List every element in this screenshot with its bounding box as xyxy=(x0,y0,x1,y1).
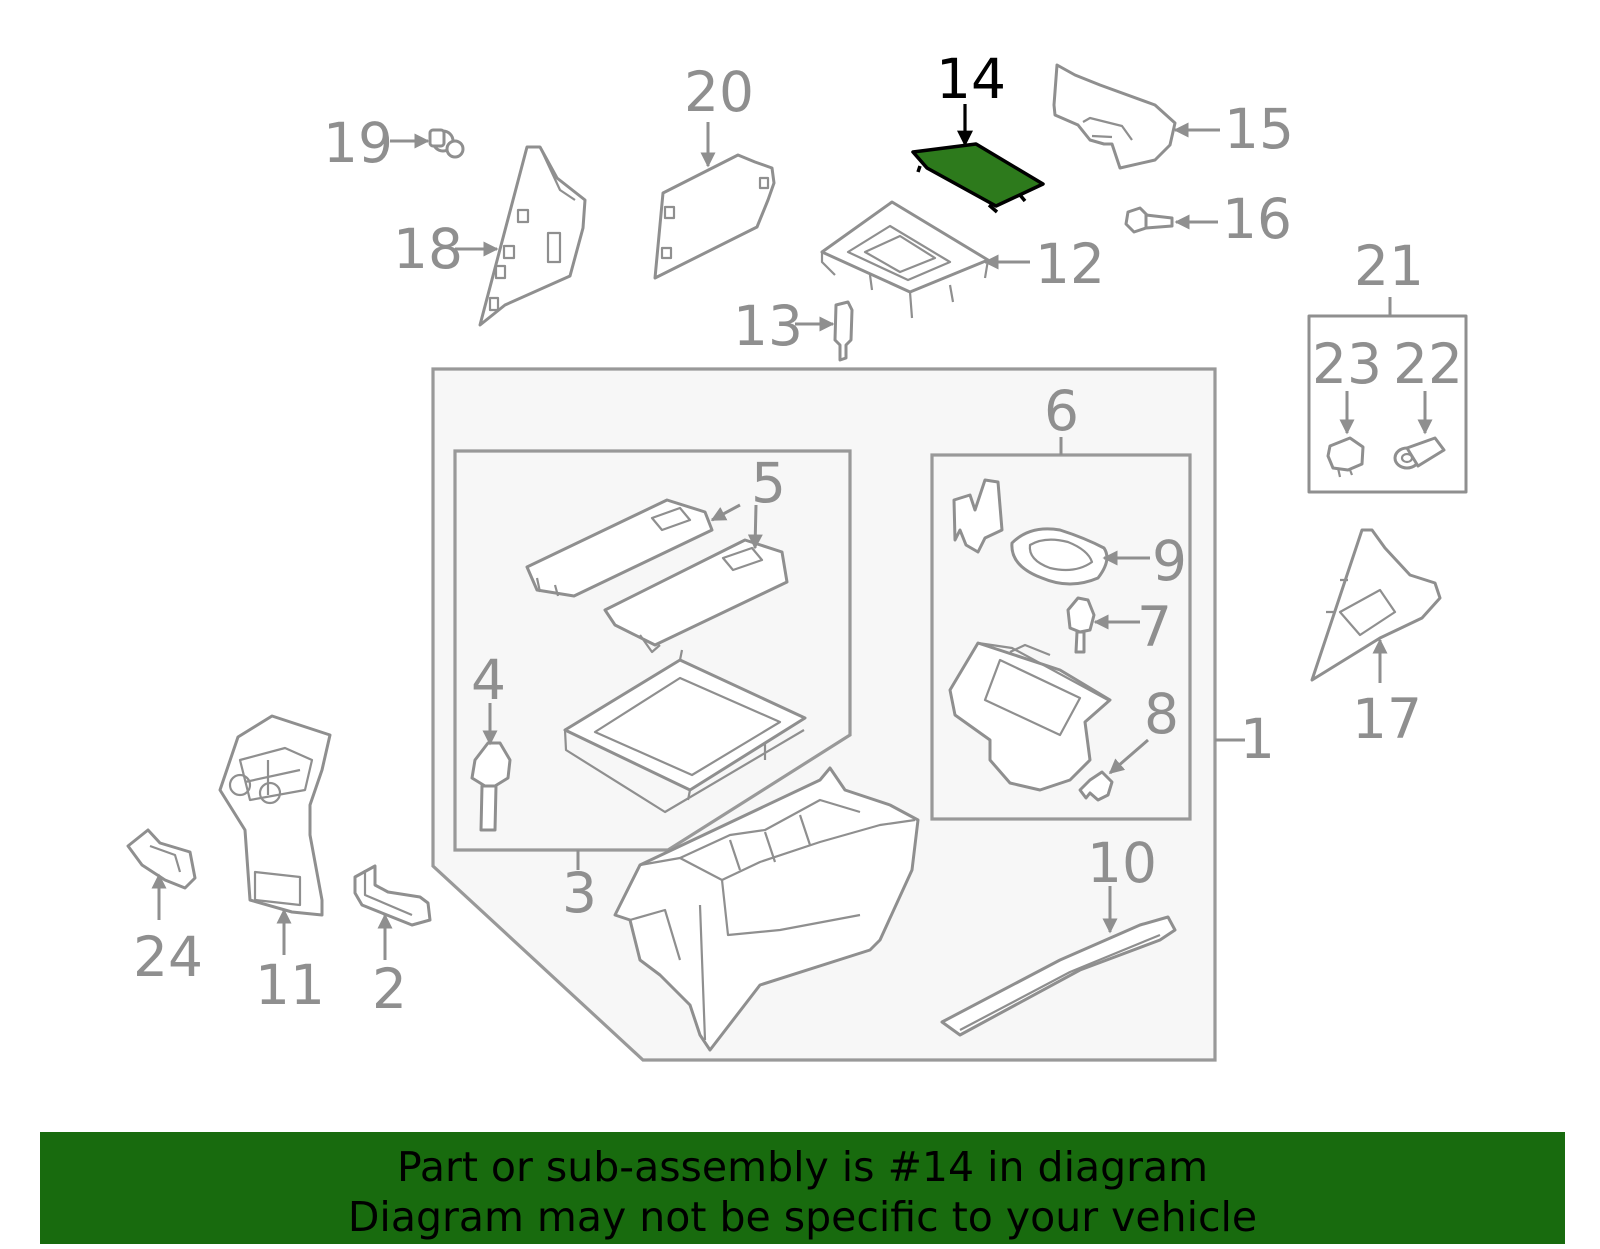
part-17-side-trim xyxy=(1310,528,1442,682)
banner-line-1: Part or sub-assembly is #14 in diagram xyxy=(396,1143,1209,1191)
banner-line-2: Diagram may not be specific to your vehi… xyxy=(347,1193,1258,1241)
label-4: 4 xyxy=(471,648,506,712)
label-12: 12 xyxy=(1035,232,1105,296)
label-15: 15 xyxy=(1224,97,1294,161)
part-18-side-panel xyxy=(478,145,587,327)
part-20-trim-panel xyxy=(653,153,776,280)
part-2-bracket xyxy=(353,864,432,927)
part-14-console-mat xyxy=(911,142,1045,214)
label-17: 17 xyxy=(1352,687,1422,751)
part-10-trim-strip xyxy=(940,915,1177,1037)
label-13: 13 xyxy=(733,294,803,358)
part-7-knob xyxy=(1066,596,1096,654)
part-3-tray-frame xyxy=(563,649,807,814)
label-16: 16 xyxy=(1222,187,1292,251)
part-13-clip xyxy=(833,300,854,362)
label-10: 10 xyxy=(1087,831,1157,895)
leader-5b xyxy=(747,504,763,550)
label-22: 22 xyxy=(1393,332,1463,396)
label-18: 18 xyxy=(393,217,463,281)
part-24-switch xyxy=(126,828,197,890)
part-1-console-body xyxy=(613,766,920,1052)
label-9: 9 xyxy=(1152,529,1187,593)
part-5-lid-right xyxy=(603,538,789,654)
part-12-tray-bracket xyxy=(820,200,990,319)
label-14: 14 xyxy=(936,47,1006,111)
part-6-holder xyxy=(952,478,1004,554)
label-6: 6 xyxy=(1044,379,1079,443)
leader-5a xyxy=(710,503,741,522)
part-info-banner: Part or sub-assembly is #14 in diagram D… xyxy=(40,1132,1565,1244)
label-7: 7 xyxy=(1137,595,1172,659)
label-23: 23 xyxy=(1312,332,1382,396)
part-22-power-socket xyxy=(1393,436,1446,470)
part-5-lid-left xyxy=(525,498,714,598)
label-21: 21 xyxy=(1354,234,1424,298)
part-8-clip xyxy=(1078,770,1114,802)
leader-8 xyxy=(1108,738,1149,775)
part-19-clip xyxy=(428,128,465,159)
label-2: 2 xyxy=(372,957,407,1021)
label-19: 19 xyxy=(323,111,393,175)
part-11-rear-vent-panel xyxy=(218,714,332,917)
part-6-cup-holder xyxy=(948,641,1112,792)
label-3: 3 xyxy=(562,861,597,925)
part-15-bracket xyxy=(1052,63,1177,170)
label-1: 1 xyxy=(1240,707,1275,771)
part-23-socket-cap xyxy=(1326,436,1365,478)
label-5: 5 xyxy=(751,451,786,515)
label-24: 24 xyxy=(133,925,203,989)
label-8: 8 xyxy=(1144,682,1179,746)
part-16-bolt xyxy=(1124,206,1174,234)
label-20: 20 xyxy=(684,60,754,124)
label-11: 11 xyxy=(255,953,325,1017)
parts-diagram: 1 2 3 4 5 6 7 8 9 10 11 12 13 14 15 16 1… xyxy=(126,47,1468,1062)
